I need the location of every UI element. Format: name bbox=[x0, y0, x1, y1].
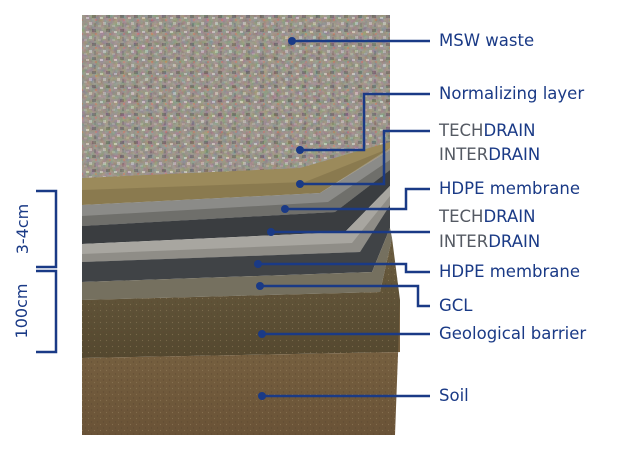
label-interdrain-2: INTERDRAIN bbox=[439, 232, 540, 252]
label-hdpe-membrane-2: HDPE membrane bbox=[439, 262, 581, 281]
label-hdpe-membrane-1: HDPE membrane bbox=[439, 179, 581, 198]
leader-lines bbox=[258, 39, 430, 398]
label-interdrain-1-prefix: INTER bbox=[439, 145, 489, 164]
drain-layer-lower bbox=[82, 186, 390, 262]
dimension-bracket-100cm bbox=[36, 269, 58, 354]
dimension-bracket-3-4cm bbox=[36, 189, 58, 269]
label-techdrain-1-prefix: TECH bbox=[439, 121, 484, 140]
label-soil: Soil bbox=[439, 386, 469, 405]
label-gcl: GCL bbox=[439, 296, 473, 315]
dimension-label-100cm: 100cm bbox=[12, 283, 31, 339]
msw-waste-layer bbox=[82, 15, 390, 178]
label-techdrain-2: TECHDRAIN bbox=[439, 207, 535, 227]
label-interdrain-1-suffix: DRAIN bbox=[488, 145, 541, 164]
label-geological-barrier: Geological barrier bbox=[439, 324, 587, 343]
label-interdrain-2-suffix: DRAIN bbox=[488, 232, 541, 251]
label-techdrain-1: TECHDRAIN bbox=[439, 121, 535, 141]
gcl-layer bbox=[82, 228, 392, 300]
label-msw-waste: MSW waste bbox=[439, 31, 535, 50]
hdpe-membrane-upper bbox=[82, 170, 390, 244]
label-interdrain-1: INTERDRAIN bbox=[439, 145, 540, 165]
label-techdrain-1-suffix: DRAIN bbox=[483, 121, 536, 140]
leader-dots bbox=[254, 37, 304, 400]
label-techdrain-2-prefix: TECH bbox=[439, 207, 484, 226]
soil-layer bbox=[82, 300, 400, 435]
label-techdrain-2-suffix: DRAIN bbox=[483, 207, 536, 226]
dimension-label-3-4cm: 3-4cm bbox=[13, 203, 32, 255]
label-interdrain-2-prefix: INTER bbox=[439, 232, 489, 251]
label-normalizing-layer: Normalizing layer bbox=[439, 84, 585, 103]
